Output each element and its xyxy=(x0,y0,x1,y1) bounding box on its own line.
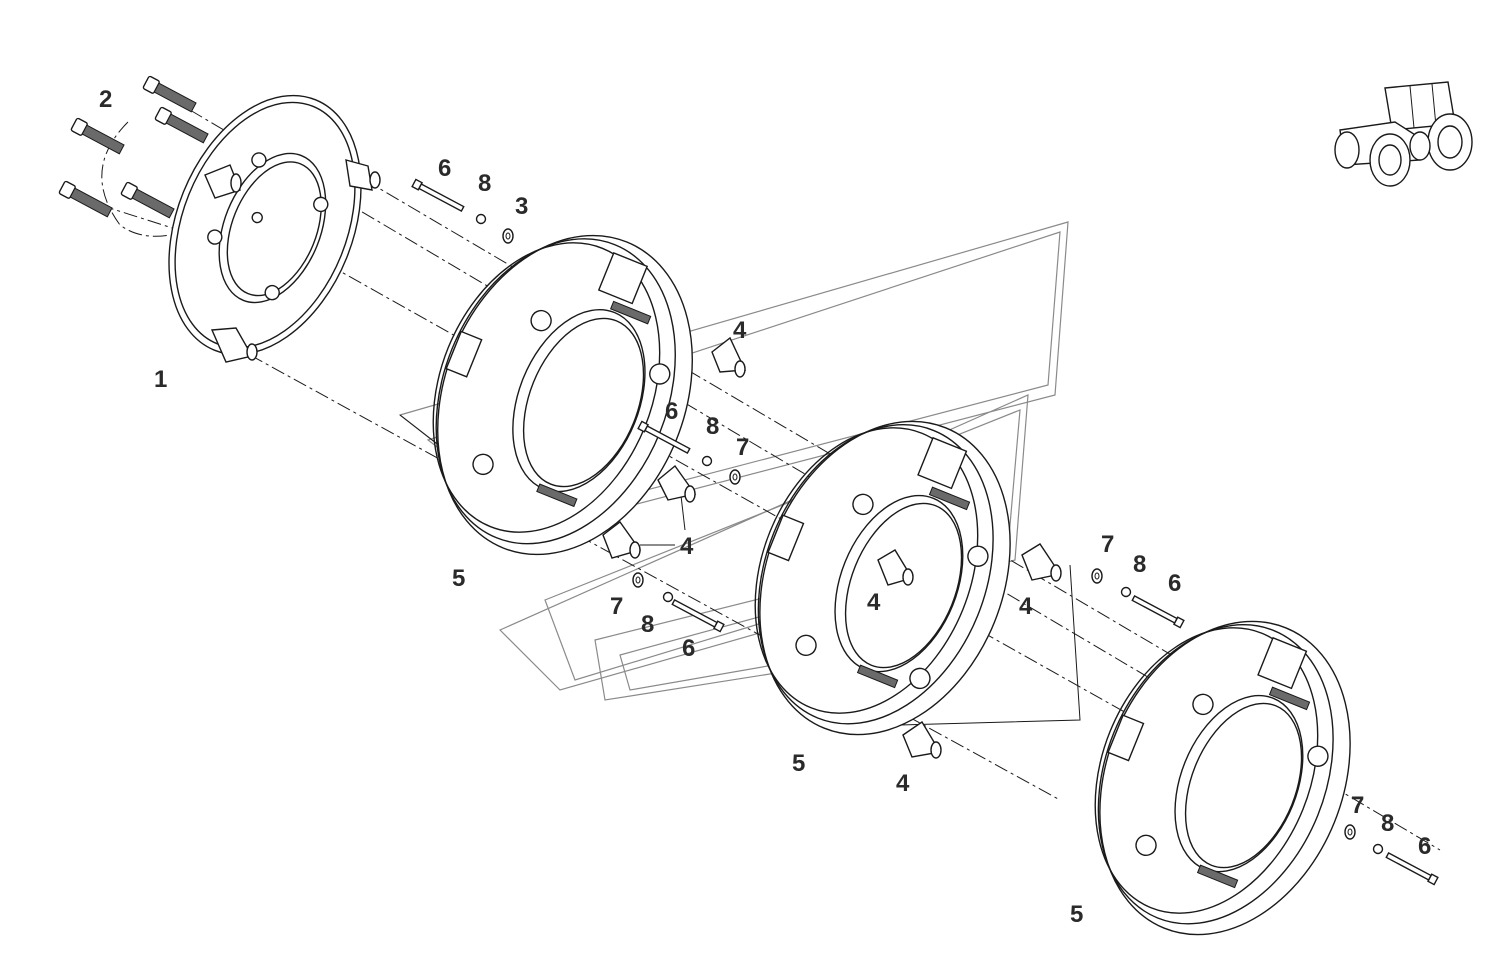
cone-spacer-icon xyxy=(1021,543,1062,582)
callout-part-4: 4 xyxy=(896,770,910,797)
callout-part-7: 7 xyxy=(1351,792,1364,819)
wheel-weight-part-5-a xyxy=(432,234,693,556)
callout-part-3: 3 xyxy=(515,193,528,220)
bolt-icon xyxy=(411,178,465,212)
washer-icon xyxy=(502,228,514,244)
washer-icon xyxy=(632,572,644,588)
fastener-set-right xyxy=(1091,568,1185,629)
callout-part-6: 6 xyxy=(1418,833,1431,860)
bolt-icon xyxy=(154,106,209,144)
callout-part-8: 8 xyxy=(478,170,491,197)
callout-part-5: 5 xyxy=(792,750,805,777)
washer-icon xyxy=(1091,568,1103,584)
fastener-set-middle xyxy=(637,420,741,485)
callout-part-8: 8 xyxy=(1381,810,1394,837)
wheel-weight-part-5-c xyxy=(1094,620,1351,936)
callout-part-8: 8 xyxy=(641,611,654,638)
nut-icon xyxy=(475,213,487,225)
cone-spacer-icon xyxy=(877,549,914,586)
callout-part-7: 7 xyxy=(736,434,749,461)
callout-part-6: 6 xyxy=(665,398,678,425)
callout-part-4: 4 xyxy=(733,317,747,344)
cone-spacer-icon xyxy=(345,159,381,191)
cone-spacer-icon xyxy=(711,336,747,378)
cone-spacer-icon xyxy=(204,164,242,199)
bolt-icon xyxy=(1131,595,1185,629)
washer-icon xyxy=(729,469,741,485)
callout-part-4: 4 xyxy=(1019,593,1033,620)
callout-part-4: 4 xyxy=(680,533,694,560)
cone-spacer-icon xyxy=(657,464,697,503)
nut-icon xyxy=(701,455,713,467)
washer-icon xyxy=(1344,824,1356,840)
bolt-group-part-2 xyxy=(58,75,209,219)
tractor-icon xyxy=(1334,81,1473,187)
nut-icon xyxy=(1372,843,1384,855)
callout-part-7: 7 xyxy=(1101,531,1114,558)
bolt-icon xyxy=(671,599,725,633)
bolt-icon xyxy=(120,181,175,219)
callout-part-4: 4 xyxy=(867,589,881,616)
callout-part-6: 6 xyxy=(682,635,695,662)
cone-spacer-icon xyxy=(602,521,642,559)
callout-part-8: 8 xyxy=(1133,551,1146,578)
cone-spacer-icon xyxy=(210,327,258,363)
bolt-icon xyxy=(1385,852,1439,886)
cone-spacers-part-4 xyxy=(602,336,1062,759)
callout-part-8: 8 xyxy=(706,413,719,440)
callout-labels: 1 2 3 4 4 4 4 4 5 5 5 6 6 6 6 6 7 7 7 7 … xyxy=(99,86,1431,928)
bolt-icon xyxy=(70,117,125,155)
callout-part-2: 2 xyxy=(99,86,112,113)
nut-icon xyxy=(662,591,674,603)
callout-part-6: 6 xyxy=(438,155,451,182)
callout-part-6: 6 xyxy=(1168,570,1181,597)
callout-part-5: 5 xyxy=(1070,901,1083,928)
callout-part-1: 1 xyxy=(154,366,167,393)
bolt-icon xyxy=(637,420,691,454)
bolt-icon xyxy=(142,75,197,113)
fastener-set-bottom-right xyxy=(1344,824,1439,886)
callout-part-5: 5 xyxy=(452,565,465,592)
bolt-icon xyxy=(58,180,113,218)
hub-plate-part-1 xyxy=(168,94,381,363)
fastener-set-lower-left xyxy=(632,572,725,633)
wheel-weight-part-5-b xyxy=(754,420,1011,736)
nut-icon xyxy=(1120,586,1132,598)
cone-spacer-icon xyxy=(902,721,942,759)
fastener-set-top xyxy=(411,178,514,244)
callout-part-7: 7 xyxy=(610,593,623,620)
